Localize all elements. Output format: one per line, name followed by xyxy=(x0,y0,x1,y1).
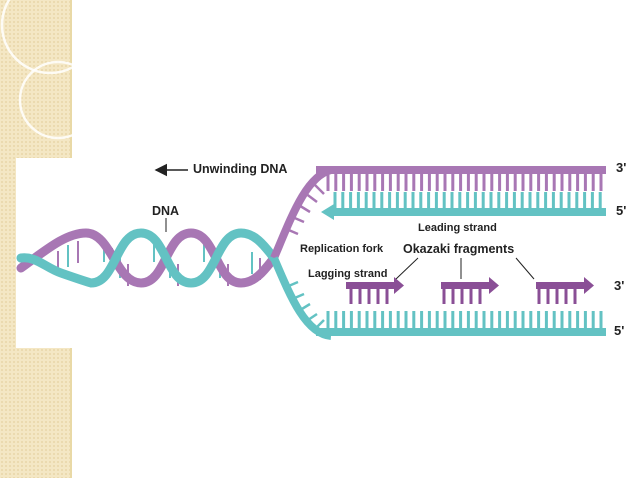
okazaki-pointer-1 xyxy=(395,257,419,280)
leading-strand-label: Leading strand xyxy=(418,222,497,234)
okazaki-fragment-2 xyxy=(441,277,499,304)
replication-fork-label: Replication fork xyxy=(300,243,384,255)
dna-label: DNA xyxy=(152,204,180,218)
base-pair-tick xyxy=(304,192,318,203)
decorative-circles xyxy=(0,0,100,140)
okazaki-fragment-1 xyxy=(346,277,404,304)
lagging-3prime-label: 3' xyxy=(614,278,625,293)
leading-strand-arrowhead xyxy=(321,204,334,220)
okazaki-pointer-3 xyxy=(515,257,535,280)
base-pair-tick xyxy=(304,312,318,324)
upper-template-3prime-label: 3' xyxy=(616,160,627,175)
double-helix xyxy=(16,228,279,288)
base-pair-tick xyxy=(313,183,325,195)
base-pair-tick xyxy=(296,302,311,314)
base-pair-tick xyxy=(283,226,299,236)
helix-strand-purple xyxy=(16,228,279,288)
okazaki-fragment-3 xyxy=(536,277,594,304)
base-pair-tick xyxy=(296,202,311,214)
lower-template-strand xyxy=(316,328,606,336)
unwinding-dna-label: Unwinding DNA xyxy=(193,162,288,176)
base-pair-tick xyxy=(283,280,299,290)
lower-template-5prime-label: 5' xyxy=(614,323,625,338)
upper-template-strand xyxy=(316,166,606,174)
base-pair-tick xyxy=(289,292,305,302)
dna-replication-diagram: Unwinding DNA DNA Leading strand Replica… xyxy=(16,158,632,348)
leading-strand xyxy=(331,208,606,216)
okazaki-fragments-label: Okazaki fragments xyxy=(403,242,515,256)
leading-strand-5prime-label: 5' xyxy=(616,203,627,218)
lagging-strand-label: Lagging strand xyxy=(308,268,388,280)
base-pair-tick xyxy=(313,319,325,331)
helix-strand-teal xyxy=(16,228,279,288)
base-pair-tick xyxy=(289,214,305,224)
